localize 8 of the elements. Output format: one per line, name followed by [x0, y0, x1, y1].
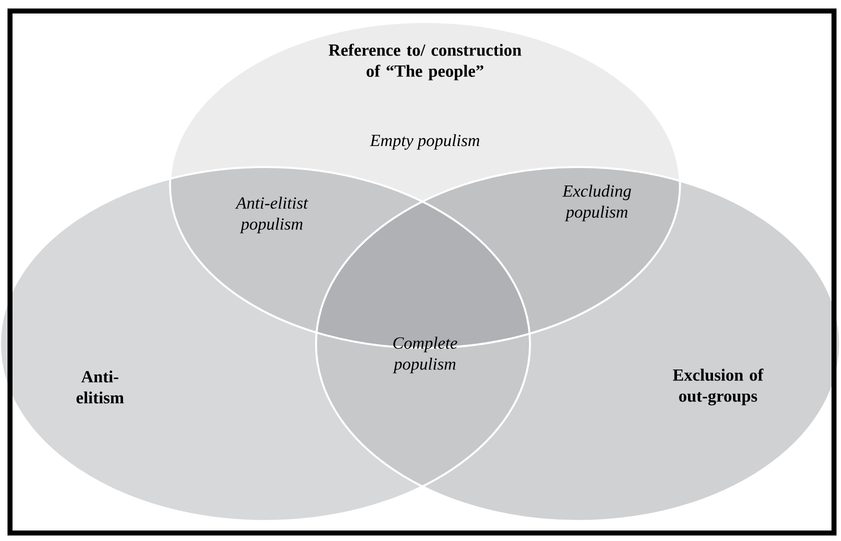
- region-label: Complete populism: [392, 336, 458, 374]
- region-label: Excluding populism: [562, 184, 631, 222]
- region-label: Anti-elitist populism: [235, 196, 308, 234]
- region-label: Empty populism: [370, 134, 480, 150]
- heading: Exclusion of out-groups: [672, 368, 764, 406]
- heading: Anti-elitism: [76, 370, 124, 404]
- venn-circle: [315, 166, 841, 522]
- heading: Reference to/ construction of “The people”: [328, 44, 522, 80]
